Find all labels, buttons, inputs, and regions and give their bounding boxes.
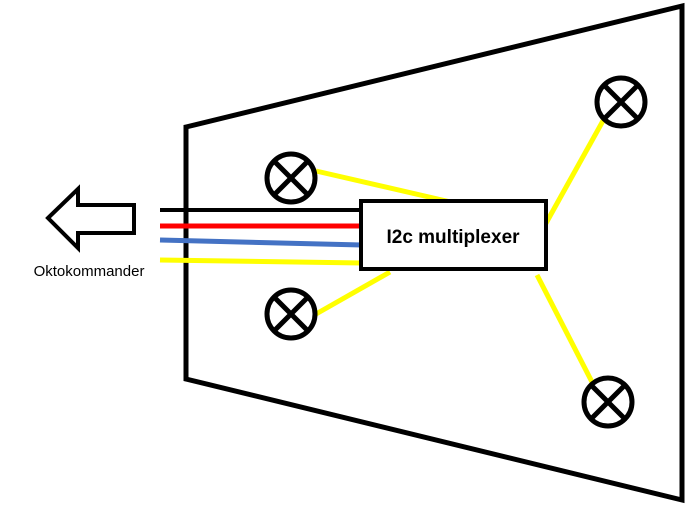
sensor-icon [264,287,318,341]
sensor-icon [594,75,648,129]
sensor-icon [581,375,635,429]
multiplexer-box [359,199,548,271]
yellow-link-bottom-left [314,269,392,317]
wire-yellow [159,257,363,266]
yellow-link-bottom-right [534,273,595,384]
left-arrow-icon [45,184,136,253]
yellow-link-top-left [315,168,456,206]
wire-blue [159,237,363,248]
controller-label: Oktokommander [34,263,145,280]
multiplexer-label: I2c multiplexer [386,227,520,248]
yellow-link-top-right [542,117,607,227]
sensor-icon [264,151,318,205]
